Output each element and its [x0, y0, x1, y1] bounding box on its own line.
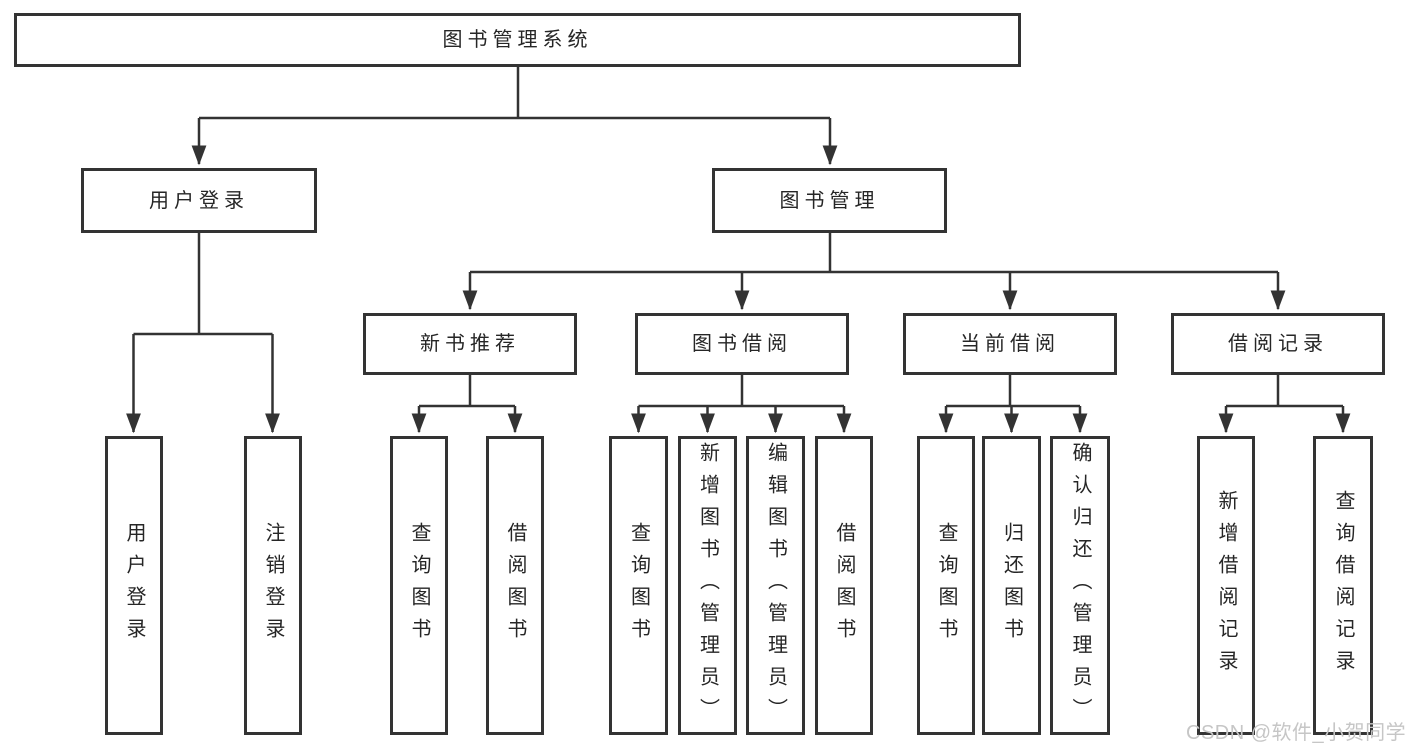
node-label: 当前借阅	[960, 333, 1060, 355]
node-label: 图书借阅	[692, 333, 792, 355]
leaf-borrow-book-recommend: 借阅图书	[486, 436, 544, 735]
leaf-return-book: 归还图书	[982, 436, 1041, 735]
connector-book-management-to-level3	[462, 233, 1286, 311]
leaf-label: 编辑图书（管理员）	[764, 441, 787, 730]
leaf-query-book-current: 查询图书	[917, 436, 975, 735]
node-library-management-system: 图书管理系统	[14, 13, 1021, 67]
leaf-label: 确认归还（管理员）	[1069, 441, 1091, 730]
leaf-label: 新增借阅记录	[1215, 489, 1237, 682]
leaf-label: 用户登录	[123, 521, 145, 650]
leaf-label: 查询借阅记录	[1332, 489, 1354, 682]
node-book-borrow: 图书借阅	[635, 313, 849, 375]
connector-book-borrow-to-leaves	[631, 375, 852, 434]
leaf-query-borrow-record: 查询借阅记录	[1313, 436, 1373, 735]
connector-new-book-recommend-to-leaves	[411, 375, 523, 434]
leaf-confirm-return-admin: 确认归还（管理员）	[1050, 436, 1110, 735]
connector-borrow-record-to-leaves	[1218, 375, 1351, 434]
watermark: CSDN @软件_小贺同学	[1186, 722, 1405, 744]
node-label: 图书管理	[779, 189, 880, 212]
leaf-label: 注销登录	[262, 521, 284, 650]
node-label: 图书管理系统	[442, 29, 593, 51]
leaf-label: 查询图书	[408, 521, 430, 650]
node-current-borrow: 当前借阅	[903, 313, 1117, 375]
connector-user-login-to-leaves	[126, 233, 280, 434]
node-label: 新书推荐	[420, 333, 520, 355]
node-user-login: 用户登录	[81, 168, 317, 233]
node-label: 借阅记录	[1228, 333, 1328, 355]
leaf-label: 借阅图书	[833, 521, 855, 650]
leaf-user-login: 用户登录	[105, 436, 163, 735]
node-book-management: 图书管理	[712, 168, 947, 233]
connector-root-to-level2	[191, 67, 838, 166]
leaf-borrow-book: 借阅图书	[815, 436, 873, 735]
leaf-logout: 注销登录	[244, 436, 302, 735]
leaf-label: 借阅图书	[504, 521, 526, 650]
node-label: 用户登录	[149, 189, 249, 212]
leaf-query-book-recommend: 查询图书	[390, 436, 448, 735]
leaf-label: 新增图书（管理员）	[696, 441, 719, 730]
node-borrow-record: 借阅记录	[1171, 313, 1385, 375]
leaf-label: 归还图书	[1000, 521, 1023, 650]
leaf-label: 查询图书	[935, 521, 957, 650]
leaf-add-book-admin: 新增图书（管理员）	[678, 436, 737, 735]
leaf-query-book-borrow: 查询图书	[609, 436, 668, 735]
connector-current-borrow-to-leaves	[938, 375, 1088, 434]
leaf-edit-book-admin: 编辑图书（管理员）	[746, 436, 805, 735]
node-new-book-recommend: 新书推荐	[363, 313, 577, 375]
leaf-add-borrow-record: 新增借阅记录	[1197, 436, 1255, 735]
leaf-label: 查询图书	[627, 521, 650, 650]
